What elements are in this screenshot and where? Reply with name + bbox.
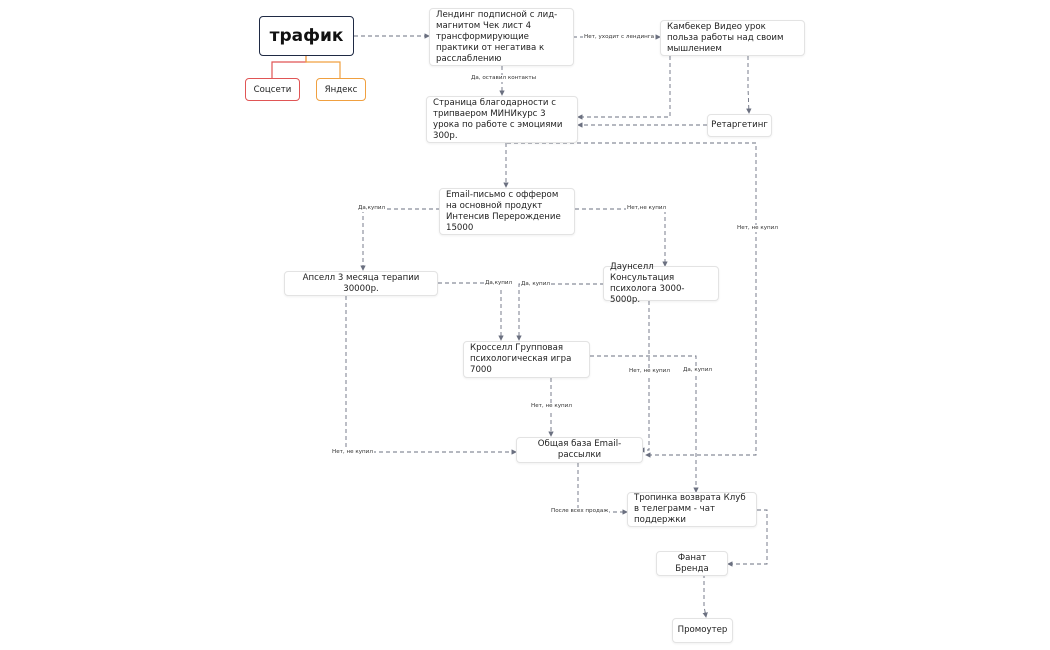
- node-return-path[interactable]: Тропинка возврата Клуб в телеграмм - чат…: [627, 492, 757, 527]
- edge-label: Нет, не купил: [628, 368, 671, 375]
- edge-email-upsell: [360, 208, 440, 271]
- channel-yandex-label: Яндекс: [324, 84, 358, 95]
- edge-label: Нет, не купил: [530, 403, 573, 410]
- edge-label: Да,купил: [484, 280, 514, 287]
- edge-label: Да, оставил контакты: [470, 75, 538, 82]
- edge-email-downsell: [575, 208, 668, 267]
- node-promoter[interactable]: Промоутер: [672, 618, 733, 643]
- edge-return-fan: [727, 509, 768, 567]
- channel-socials-label: Соцсети: [253, 84, 292, 95]
- edge-label: Да,купил: [357, 205, 387, 212]
- node-email-base-text: Общая база Email-рассылки: [537, 439, 622, 460]
- channel-socials[interactable]: Соцсети: [245, 78, 300, 101]
- node-landing[interactable]: Лендинг подписной с лид-магнитом Чек лис…: [429, 8, 574, 66]
- node-thankyou-text: Страница благодарности с трипваером МИНИ…: [433, 97, 563, 141]
- node-return-path-text: Тропинка возврата Клуб в телеграмм - чат…: [634, 493, 746, 525]
- root-label: трафик: [269, 26, 344, 46]
- edge-root-socials: [271, 56, 307, 78]
- node-retargeting[interactable]: Ретаргетинг: [707, 114, 772, 137]
- edge-comeback-retargeting: [746, 56, 752, 114]
- node-comeback[interactable]: Камбекер Видео урок польза работы над св…: [660, 20, 805, 56]
- node-brand-fan[interactable]: Фанат Бренда: [656, 551, 728, 576]
- node-crossell[interactable]: Кросселл Групповая психологическая игра …: [463, 341, 590, 378]
- node-downsell-text: Даунселл Консультация психолога 3000-500…: [610, 261, 685, 305]
- edge-base-return: [577, 463, 628, 515]
- edge-label: Нет, не купил: [736, 225, 779, 232]
- edge-upsell-crossell: [438, 282, 504, 341]
- edge-label: Нет,не купил: [626, 205, 668, 212]
- node-promoter-text: Промоутер: [677, 625, 728, 635]
- node-email-offer-text: Email-письмо с оффером на основной проду…: [446, 189, 561, 233]
- channel-yandex[interactable]: Яндекс: [316, 78, 366, 101]
- node-landing-text: Лендинг подписной с лид-магнитом Чек лис…: [436, 9, 558, 64]
- edge-thankyou-base: [507, 142, 757, 458]
- edge-label: После всех продаж: [550, 508, 610, 515]
- node-brand-fan-text: Фанат Бренда: [675, 552, 709, 574]
- edge-downsell-crossell: [516, 283, 604, 341]
- root-node[interactable]: трафик: [259, 16, 354, 56]
- node-comeback-text: Камбекер Видео урок польза работы над св…: [667, 21, 784, 54]
- node-downsell[interactable]: Даунселл Консультация психолога 3000-500…: [603, 262, 719, 305]
- node-crossell-text: Кросселл Групповая психологическая игра …: [470, 343, 572, 375]
- node-email-base[interactable]: Общая база Email-рассылки: [516, 437, 643, 463]
- edge-fan-promoter: [702, 574, 708, 618]
- edge-crossell-return: [590, 355, 699, 493]
- node-email-offer[interactable]: Email-письмо с оффером на основной проду…: [439, 188, 575, 235]
- edge-label: Нет, не купил: [331, 449, 374, 456]
- node-upsell[interactable]: Апселл 3 месяца терапии 30000р.: [284, 271, 438, 296]
- edge-label: Да, купил: [520, 281, 551, 288]
- edge-label: Да, купил: [682, 367, 713, 374]
- edge-label: Нет, уходит с лендинга: [583, 34, 656, 41]
- edge-downsell-base: [639, 301, 650, 453]
- edge-root-yandex: [305, 56, 341, 78]
- node-upsell-text: Апселл 3 месяца терапии 30000р.: [302, 272, 420, 294]
- edge-comeback-thankyou: [577, 56, 671, 120]
- node-retargeting-text: Ретаргетинг: [711, 120, 768, 130]
- node-thankyou[interactable]: Страница благодарности с трипваером МИНИ…: [426, 96, 578, 143]
